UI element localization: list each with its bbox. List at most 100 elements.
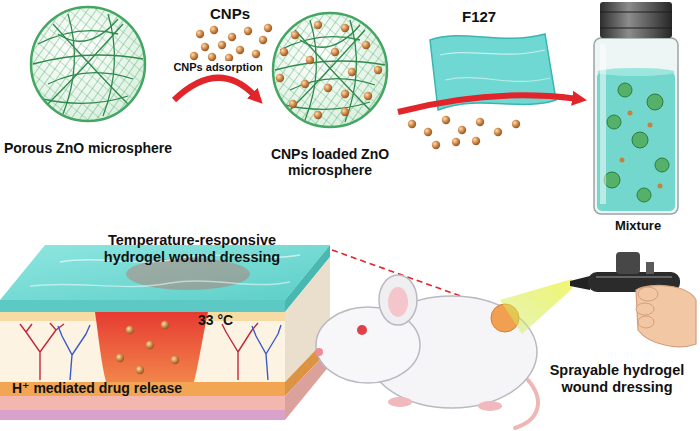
vial	[607, 115, 621, 129]
airbrush	[596, 276, 672, 278]
airbrush	[500, 279, 572, 334]
skin-block	[116, 354, 124, 362]
mouse	[388, 397, 412, 407]
vial	[628, 111, 633, 116]
loaded-microsphere	[341, 108, 349, 116]
mouse	[379, 275, 417, 325]
node-caption: CNPs loaded ZnO microsphere	[262, 146, 398, 178]
nanoparticles	[458, 126, 466, 134]
skin-block	[0, 396, 285, 410]
f127-sheet	[445, 78, 550, 82]
skin-block	[146, 341, 154, 349]
porous-microsphere	[25, 0, 155, 130]
nanoparticles	[408, 120, 416, 128]
porous-microsphere	[33, 14, 143, 116]
nanoparticles	[210, 26, 218, 34]
skin-block	[20, 323, 281, 380]
mouse	[357, 325, 367, 335]
figure-label: 33 °C	[198, 312, 233, 329]
vial	[600, 44, 606, 204]
loaded-microsphere	[374, 66, 382, 74]
skin-block	[58, 325, 90, 380]
nanoparticles	[201, 43, 209, 51]
mouse	[315, 275, 538, 428]
nanoparticles	[252, 50, 260, 58]
vial	[655, 158, 669, 172]
loaded-microsphere	[364, 92, 372, 100]
loaded-microsphere	[289, 100, 297, 108]
loaded-microsphere	[314, 111, 322, 119]
loaded-microsphere	[324, 84, 332, 92]
vial	[597, 72, 675, 211]
f127-sheet	[440, 50, 545, 55]
illustration-node: Mixture	[586, 0, 690, 238]
loaded-microsphere	[280, 48, 288, 56]
skin-block	[252, 325, 281, 380]
airbrush	[616, 252, 640, 274]
vial	[600, 12, 672, 13]
illustration-node: Porous ZnO microsphere	[2, 2, 174, 160]
nanoparticles	[442, 116, 450, 124]
skin-block	[161, 321, 169, 329]
airbrush	[638, 287, 658, 301]
vial	[620, 158, 625, 163]
skin-block	[95, 312, 208, 382]
loaded-microsphere	[291, 31, 299, 39]
nanoparticles	[228, 33, 236, 41]
porous-microsphere	[25, 0, 155, 130]
nanoparticles	[208, 53, 216, 61]
figure-label: CNPs	[210, 5, 250, 23]
skin-block	[0, 410, 285, 420]
loaded-microsphere	[270, 10, 400, 140]
loaded-microsphere	[348, 68, 356, 76]
skin-block	[126, 326, 134, 334]
nanoparticles	[408, 116, 520, 149]
airbrush	[636, 303, 654, 315]
vial	[600, 28, 672, 29]
nanoparticles	[472, 137, 480, 145]
loaded-microsphere	[276, 74, 284, 82]
airbrush	[570, 276, 590, 290]
nanoparticles	[476, 118, 484, 126]
porous-microsphere	[25, 0, 155, 130]
mouse	[478, 401, 502, 411]
figure-label: Temperature-responsive hydrogel wound dr…	[78, 232, 306, 266]
nanoparticles	[218, 41, 226, 49]
nanoparticles	[264, 24, 272, 32]
mouse	[315, 348, 323, 356]
figure-label: F127	[462, 8, 496, 26]
airbrush	[500, 252, 696, 347]
illustration-node: CNPs loaded ZnO microsphere	[262, 8, 398, 182]
loaded-microsphere	[275, 20, 385, 122]
nanoparticles	[190, 52, 198, 60]
loaded-microsphere	[362, 41, 370, 49]
loaded-microsphere	[270, 10, 400, 140]
airbrush	[646, 262, 654, 274]
nanoparticles	[424, 128, 432, 136]
node-caption: Mixture	[586, 219, 690, 234]
nanoparticles	[236, 46, 244, 54]
nanoparticles	[196, 30, 204, 38]
f127-sheet	[430, 34, 556, 110]
vial	[594, 38, 678, 214]
loaded-microsphere	[314, 21, 322, 29]
nanoparticles	[512, 120, 520, 128]
figure-label: H⁺ mediated drug release	[12, 380, 182, 397]
vial	[647, 94, 663, 110]
airbrush	[638, 316, 654, 328]
process-arrow	[174, 78, 254, 100]
porous-microsphere	[25, 0, 155, 130]
figure-label: Sprayable hydrogel wound dressing	[538, 362, 696, 396]
skin-block	[20, 323, 64, 380]
loaded-microsphere	[270, 10, 400, 140]
vial	[648, 123, 653, 128]
skin-block	[136, 366, 144, 374]
loaded-microsphere	[341, 90, 349, 98]
vial	[637, 188, 651, 202]
vial	[600, 2, 672, 38]
skin-block	[171, 356, 179, 364]
vial	[594, 2, 678, 214]
skin-block	[222, 323, 258, 380]
loaded-microsphere	[273, 13, 387, 127]
